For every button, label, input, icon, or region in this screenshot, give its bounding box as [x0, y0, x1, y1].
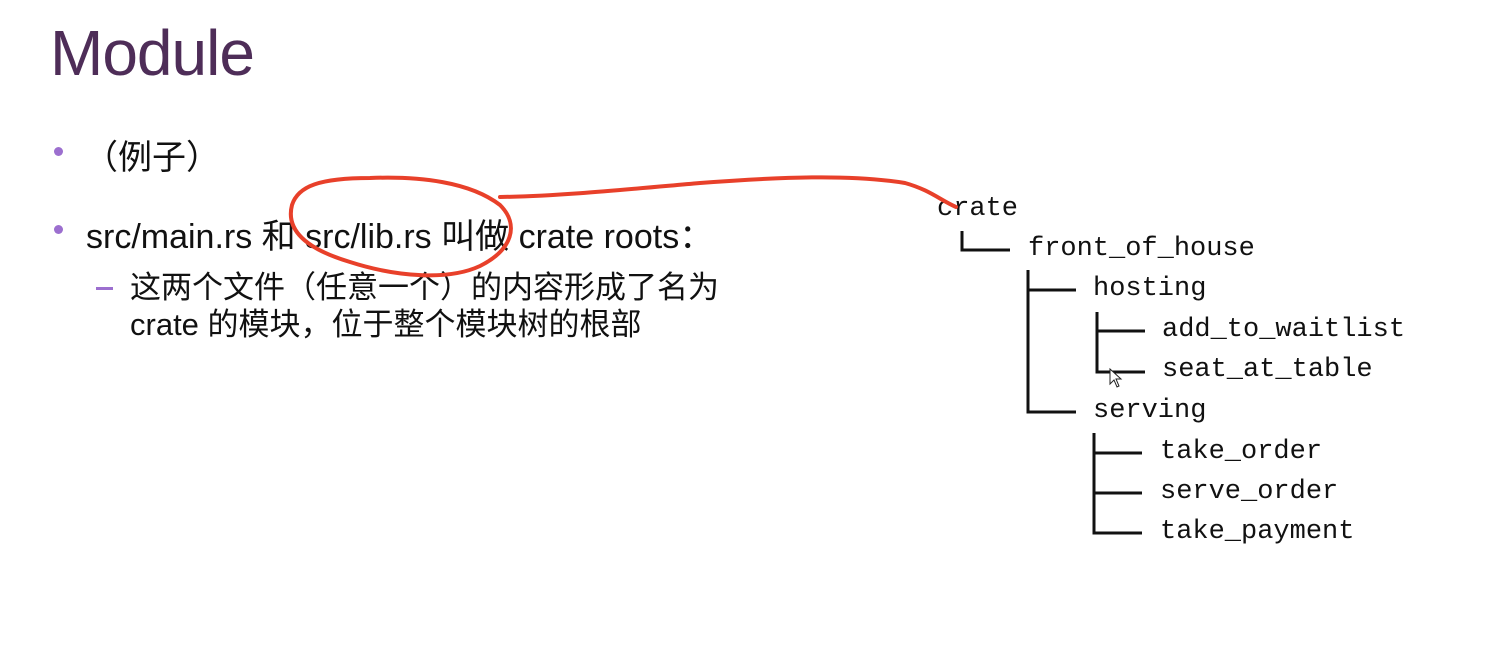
slide-title: Module — [50, 17, 255, 89]
tree-node-front-of-house: front_of_house — [1028, 234, 1255, 264]
bullet-dot — [54, 225, 63, 234]
tree-node-hosting: hosting — [1093, 274, 1207, 304]
tree-node-seat-at-table: seat_at_table — [1162, 355, 1373, 385]
tree-node-crate: crate — [937, 194, 1019, 224]
bullet-example: （例子） — [84, 139, 220, 177]
tree-node-take-payment: take_payment — [1160, 517, 1355, 547]
tree-node-take-order: take_order — [1160, 437, 1323, 467]
tree-node-serve-order: serve_order — [1160, 477, 1339, 507]
sub-bullet-line-2: crate 的模块，位于整个模块树的根部 — [130, 307, 642, 342]
tree-node-serving: serving — [1093, 396, 1207, 426]
bullet-crate-roots: src/main.rs 和 src/lib.rs 叫做 crate roots： — [86, 218, 714, 256]
tree-node-add-to-waitlist: add_to_waitlist — [1162, 315, 1406, 345]
red-annotation-arrow-line — [498, 175, 958, 209]
sub-bullet-dash — [96, 287, 113, 290]
bullet-dot — [54, 147, 63, 156]
